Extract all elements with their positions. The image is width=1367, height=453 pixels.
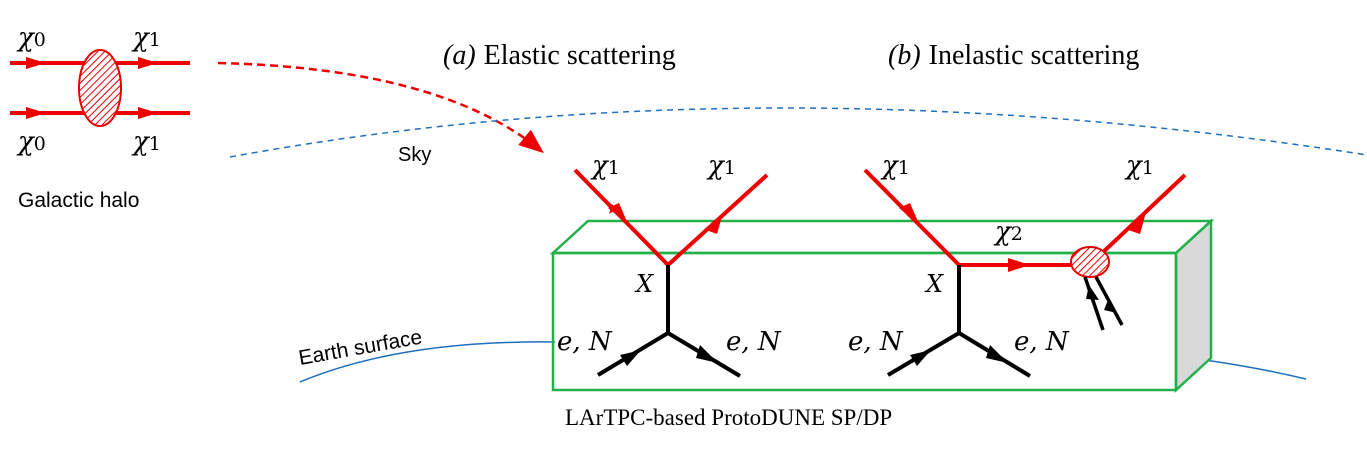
sky-arc: [229, 107, 1367, 158]
elastic-target-in-arrow: [620, 350, 641, 366]
decay-product-2-arrow: [1104, 300, 1117, 313]
decay-product-1-arrow: [1086, 285, 1099, 300]
inelastic-target-in-label: e, N: [848, 327, 904, 357]
earth-surface-label: Earth surface: [297, 326, 424, 370]
inelastic-title: (b)Inelastic scattering: [888, 40, 1139, 71]
galactic-halo-diagram: χ0 χ1 χ0 χ1 Galactic halo: [10, 23, 190, 212]
inelastic-chi1-out: [1098, 173, 1187, 257]
inelastic-decay-blob: [1070, 246, 1110, 278]
elastic-title: (a)Elastic scattering: [443, 40, 676, 71]
detector-front-face: [551, 251, 1178, 392]
arrow-top-right: [138, 57, 158, 69]
inelastic-chi1-in-label: χ1: [880, 151, 910, 181]
inelastic-arrow-in-head: [899, 203, 919, 224]
inelastic-arrow-out-head: [1128, 212, 1146, 234]
elastic-target-out-arrow: [696, 345, 718, 363]
elastic-target-out-label: e, N: [726, 327, 782, 357]
arrow-bottom-left: [26, 107, 46, 119]
decay-product-1: [1083, 276, 1105, 331]
inelastic-target-out-label: e, N: [1014, 327, 1070, 357]
arrow-top-left: [26, 57, 46, 69]
chi1-top-label: χ1: [131, 23, 161, 53]
dm-trajectory-arrow: [217, 61, 544, 154]
inelastic-target-in-arrow: [910, 350, 931, 366]
inelastic-chi1-out-label: χ1: [1124, 151, 1154, 181]
chi1-bottom-label: χ1: [131, 127, 161, 157]
detector-side-face: [1174, 218, 1213, 393]
arrow-bottom-right: [138, 107, 158, 119]
elastic-chi1-in-label: χ1: [590, 151, 620, 181]
chi0-bottom-label: χ0: [16, 127, 46, 157]
halo-blob: [78, 49, 122, 127]
galactic-halo-label: Galactic halo: [18, 189, 139, 212]
inelastic-feynman-diagram: χ1 χ1 χ2 X e, N e, N: [848, 151, 1187, 378]
earth-surface-arc-right: [1204, 359, 1307, 380]
elastic-arrow-in-head: [608, 203, 628, 224]
inelastic-chi2-arrow: [1008, 258, 1030, 272]
inelastic-target-out-arrow: [986, 345, 1008, 363]
elastic-chi1-out-label: χ1: [706, 151, 736, 181]
detector-label: LArTPC-based ProtoDUNE SP/DP: [565, 405, 892, 430]
elastic-arrow-out-head: [706, 213, 723, 234]
elastic-feynman-diagram: χ1 χ1 X e, N e, N: [557, 151, 782, 378]
inelastic-mediator-label: X: [924, 270, 944, 298]
detector-box: [549, 218, 1215, 393]
elastic-mediator-label: X: [634, 270, 654, 298]
chi0-top-label: χ0: [16, 23, 46, 53]
earth-surface-arc: [299, 341, 556, 383]
inelastic-chi2-label: χ2: [993, 217, 1023, 247]
elastic-target-in-label: e, N: [557, 327, 613, 357]
sky-label: Sky: [398, 144, 431, 166]
decay-product-2: [1094, 276, 1124, 326]
